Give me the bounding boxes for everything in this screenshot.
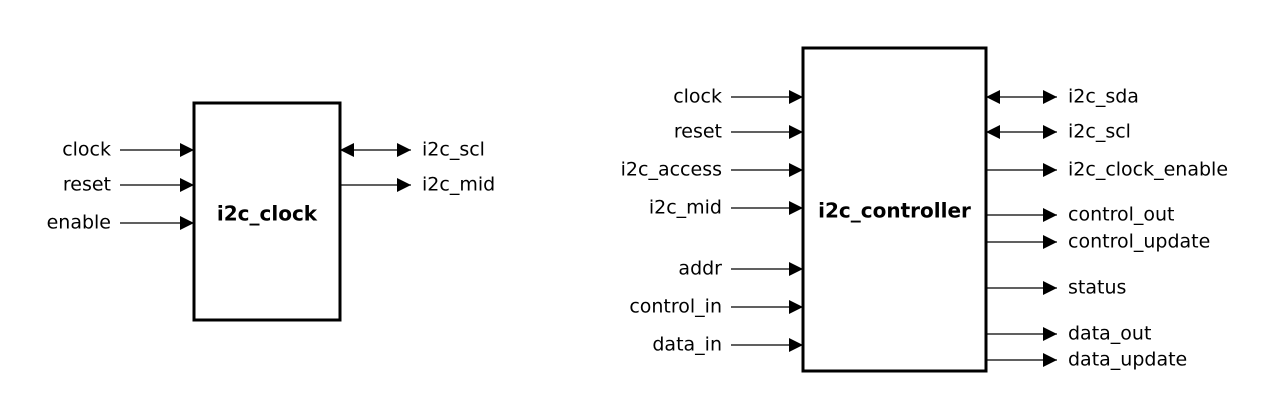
controller-input-label: addr bbox=[678, 258, 722, 280]
controller-output-label: i2c_sda bbox=[1068, 86, 1139, 108]
controller-output-label: control_update bbox=[1068, 231, 1210, 253]
controller-output-label: status bbox=[1068, 277, 1126, 299]
controller-block-title: i2c_controller bbox=[818, 199, 971, 223]
clock-output-arrow bbox=[397, 143, 411, 157]
controller-output-back-arrow bbox=[986, 90, 1000, 104]
clock-output-label: i2c_mid bbox=[422, 174, 495, 196]
controller-output-arrow bbox=[1043, 125, 1057, 139]
controller-input-arrow bbox=[789, 300, 803, 314]
controller-output-arrow bbox=[1043, 353, 1057, 367]
clock-output-arrow bbox=[397, 178, 411, 192]
controller-output-arrow bbox=[1043, 281, 1057, 295]
controller-input-label: data_in bbox=[652, 334, 722, 356]
clock-input-arrow bbox=[180, 178, 194, 192]
controller-block-box bbox=[801, 46, 988, 373]
controller-output-label: data_out bbox=[1068, 323, 1151, 345]
clock-input-label: clock bbox=[62, 139, 111, 161]
controller-output-label: data_update bbox=[1068, 349, 1187, 371]
clock-block-box bbox=[192, 101, 342, 322]
controller-output-label: i2c_clock_enable bbox=[1068, 159, 1228, 181]
controller-output-arrow bbox=[1043, 208, 1057, 222]
controller-output-arrow bbox=[1043, 327, 1057, 341]
clock-input-label: enable bbox=[47, 212, 111, 234]
controller-input-arrow bbox=[789, 125, 803, 139]
clock-block-title: i2c_clock bbox=[217, 202, 318, 226]
controller-input-label: i2c_mid bbox=[649, 197, 722, 219]
clock-input-arrow bbox=[180, 143, 194, 157]
controller-input-label: i2c_access bbox=[621, 159, 722, 181]
controller-input-arrow bbox=[789, 262, 803, 276]
controller-input-arrow bbox=[789, 338, 803, 352]
controller-input-label: reset bbox=[674, 121, 722, 143]
clock-output-label: i2c_scl bbox=[422, 139, 485, 161]
controller-output-back-arrow bbox=[986, 125, 1000, 139]
controller-output-arrow bbox=[1043, 90, 1057, 104]
clock-input-label: reset bbox=[63, 174, 111, 196]
controller-input-arrow bbox=[789, 90, 803, 104]
controller-output-label: control_out bbox=[1068, 204, 1174, 226]
clock-output-back-arrow bbox=[340, 143, 354, 157]
controller-output-arrow bbox=[1043, 235, 1057, 249]
controller-output-label: i2c_scl bbox=[1068, 121, 1131, 143]
controller-input-label: control_in bbox=[629, 296, 722, 318]
controller-input-arrow bbox=[789, 163, 803, 177]
clock-input-arrow bbox=[180, 216, 194, 230]
controller-input-arrow bbox=[789, 201, 803, 215]
controller-output-arrow bbox=[1043, 163, 1057, 177]
controller-input-label: clock bbox=[673, 86, 722, 108]
